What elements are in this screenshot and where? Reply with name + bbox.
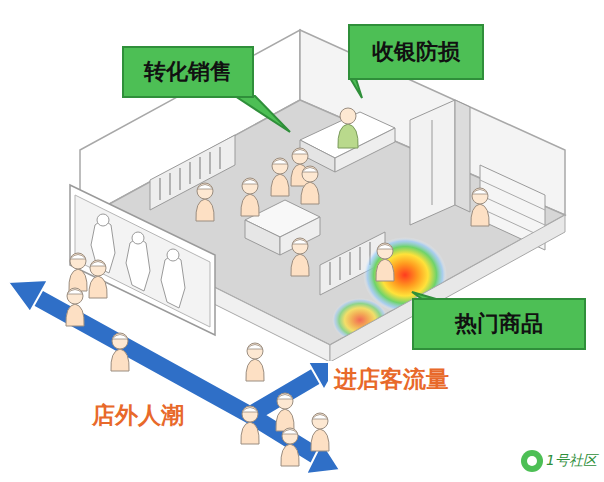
callout-box: 收银防损 [348, 24, 484, 80]
flow-label: 店外人潮 [86, 398, 190, 433]
callout-text: 转化销售 [144, 57, 232, 87]
flow-label: 进店客流量 [328, 362, 455, 397]
callout-box: 转化销售 [122, 46, 254, 98]
watermark: 1号社区 [546, 452, 597, 470]
callout-box: 热门商品 [412, 298, 586, 350]
callout-text: 热门商品 [455, 309, 543, 339]
callout-text: 收银防损 [372, 37, 460, 67]
